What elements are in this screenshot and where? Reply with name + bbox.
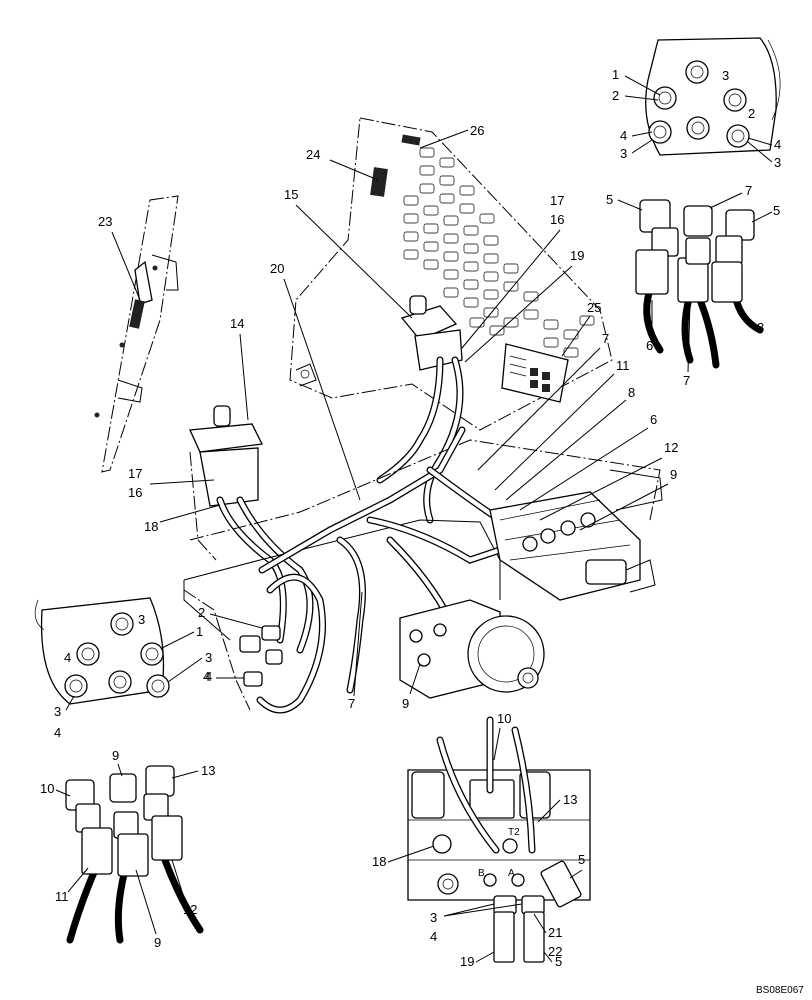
port-fitting — [723, 88, 747, 112]
callout-label: 17 — [550, 193, 564, 208]
callout-label: 5 — [773, 203, 780, 218]
port-fitting — [648, 120, 672, 144]
callout-label: 7 — [683, 373, 690, 388]
rops-panel: 26 24 25 — [289, 117, 613, 431]
callout-label: 12 — [664, 440, 678, 455]
inset-control-ports-left: 3 4 1 3 4 3 4 — [34, 597, 212, 740]
port-mark: A — [508, 868, 515, 879]
callout-label: 7 — [745, 183, 752, 198]
callout-label: 7 — [348, 696, 355, 711]
callout-label: 14 — [230, 316, 244, 331]
callout-label: 23 — [98, 214, 112, 229]
callout-label: 15 — [284, 187, 298, 202]
callout-label: 13 — [201, 763, 215, 778]
callout-label: 4 — [205, 669, 212, 684]
callout-label: 5 — [555, 954, 562, 969]
callout-label: 19 — [460, 954, 474, 969]
fitting-cluster — [239, 625, 283, 687]
port-fitting — [140, 642, 164, 666]
port-fitting — [64, 674, 88, 698]
callout-label: 4 — [54, 725, 61, 740]
callout-label: 2 — [198, 605, 205, 620]
inset-valve-detail: T2 B A 10 13 18 5 3 4 21 22 19 5 — [372, 711, 591, 969]
warning-decal — [501, 343, 569, 403]
main-control-valve: 7 11 8 6 12 9 — [477, 331, 678, 601]
left-joystick-assembly: 14 17 16 18 — [128, 316, 314, 654]
figure-id: BS08E067 — [756, 985, 804, 996]
callout-label: 9 — [402, 696, 409, 711]
right-joystick-assembly: 17 16 15 19 — [284, 187, 584, 524]
callout-label: 4 — [620, 128, 627, 143]
callout-label: 1 — [612, 67, 619, 82]
callout-label: 18 — [144, 519, 158, 534]
callout-label: 6 — [646, 338, 653, 353]
port-mark: 4 — [64, 650, 71, 665]
callout-label: 3 — [620, 146, 627, 161]
callout-label: 2 — [612, 88, 619, 103]
callout-label: 25 — [587, 300, 601, 315]
port-fitting — [726, 124, 750, 148]
port-fitting — [686, 116, 710, 140]
port-fitting — [146, 674, 170, 698]
inset-hose-ends-left: 10 9 13 11 12 9 — [40, 748, 215, 950]
inset-hose-ends-right: 5 7 5 8 6 7 — [606, 183, 780, 388]
callout-label: 24 — [306, 147, 320, 162]
callout-label: 16 — [128, 485, 142, 500]
callout-label: 1 — [196, 624, 203, 639]
callout-label: 9 — [670, 467, 677, 482]
callout-label: 9 — [112, 748, 119, 763]
port-fitting — [685, 60, 709, 84]
callout-label: 17 — [128, 466, 142, 481]
side-panel-decal: 23 — [94, 195, 179, 473]
callout-label: 4 — [774, 137, 781, 152]
callout-label: 3 — [205, 650, 212, 665]
callout-label: 26 — [470, 123, 484, 138]
callout-label: 11 — [616, 358, 630, 373]
inset-control-ports-top: 3 2 1 2 4 3 4 3 — [612, 37, 781, 170]
callout-label: 3 — [54, 704, 61, 719]
callout-label: 16 — [550, 212, 564, 227]
callout-label: 22 — [548, 944, 562, 959]
port-fitting — [108, 670, 132, 694]
callout-label: 21 — [548, 925, 562, 940]
port-mark: 2 — [748, 106, 755, 121]
callout-label: 4 — [430, 929, 437, 944]
callout-label: 3 — [430, 910, 437, 925]
callout-label: 10 — [497, 711, 511, 726]
port-fitting — [110, 612, 134, 636]
hydraulic-pump: 9 — [399, 599, 545, 711]
callout-label: 5 — [578, 852, 585, 867]
callout-label: 3 — [774, 155, 781, 170]
port-mark: T2 — [508, 827, 520, 838]
callout-label: 11 — [55, 889, 69, 904]
callout-label: 8 — [757, 320, 764, 335]
callout-label: 4 — [203, 669, 210, 684]
callout-label: 18 — [372, 854, 386, 869]
callout-label: 19 — [570, 248, 584, 263]
callout-label: 20 — [270, 261, 284, 276]
callout-label: 12 — [183, 902, 197, 917]
callout-label: 10 — [40, 781, 54, 796]
callout-label: 8 — [628, 385, 635, 400]
port-mark: 3 — [138, 612, 145, 627]
callout-label: 9 — [154, 935, 161, 950]
perforation-grid — [403, 147, 595, 358]
port-mark: 3 — [722, 68, 729, 83]
callout-label: 5 — [606, 192, 613, 207]
callout-label: 6 — [650, 412, 657, 427]
callout-label: 7 — [602, 331, 609, 346]
port-fitting — [76, 642, 100, 666]
port-fitting — [653, 86, 677, 110]
callout-label: 13 — [563, 792, 577, 807]
port-mark: B — [478, 868, 485, 879]
